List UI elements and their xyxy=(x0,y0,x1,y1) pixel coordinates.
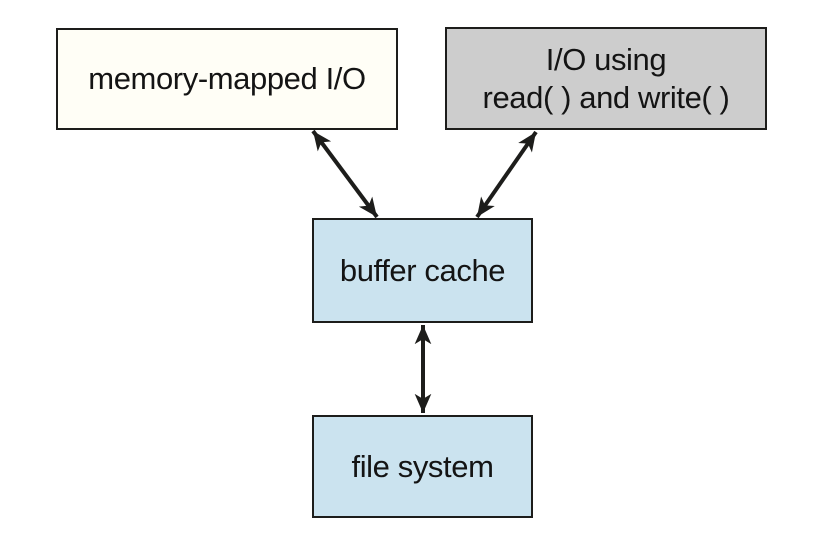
node-file-system: file system xyxy=(312,415,533,518)
node-io-read-write: I/O using read( ) and write( ) xyxy=(445,27,767,130)
node-memory-mapped-io: memory-mapped I/O xyxy=(56,28,398,130)
edge-io-read-write-to-buffer-cache xyxy=(475,130,538,219)
node-io-read-write-label-line1: I/O using xyxy=(545,41,667,77)
node-buffer-cache: buffer cache xyxy=(312,218,533,323)
edge-memory-mapped-io-to-buffer-cache xyxy=(311,129,379,219)
node-file-system-label: file system xyxy=(351,448,494,484)
node-buffer-cache-label: buffer cache xyxy=(339,252,506,288)
node-io-read-write-label-line2: read( ) and write( ) xyxy=(482,79,730,115)
node-memory-mapped-io-label: memory-mapped I/O xyxy=(88,61,366,96)
